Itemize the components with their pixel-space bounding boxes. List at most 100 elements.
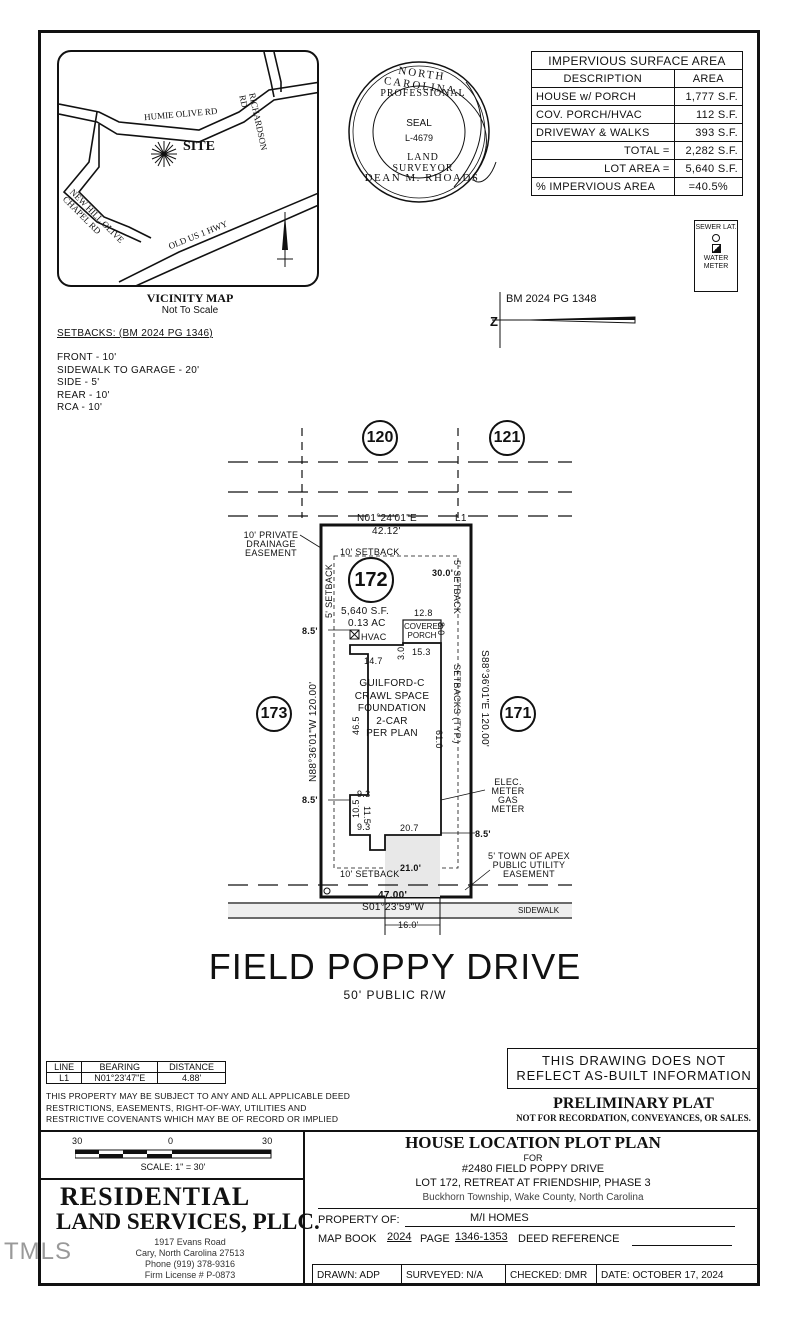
l1-label: L1 [455,513,467,524]
seal-number: L-4679 [404,133,434,143]
lot-171-marker: 171 [500,696,536,732]
site-label: SITE [183,139,215,154]
dim-8-5-mid: 8.5' [302,795,318,805]
meter-label: METER [491,786,525,796]
isa-area: 112 S.F. [673,105,744,124]
signoff-row: DRAWN: ADP SURVEYED: N/A CHECKED: DMR DA… [312,1264,760,1286]
front-distance: 47.00' [378,890,408,901]
utility-easement: 5' TOWN OF APEX PUBLIC UTILITY EASEMENT [488,851,570,879]
left-bearing: N88°36'01"W 120.00' [308,681,319,782]
seal-name: DEAN M. RHOADS [364,172,480,184]
table-row: L1 N01°23'47"E 4.88' [45,1072,226,1084]
dim-10-5: 10.5 [351,799,361,818]
drive-width: 16.0' [398,920,419,930]
dim-8-5-right: 8.5' [475,829,491,839]
surveyed-by: SURVEYED: N/A [402,1265,506,1286]
rule [318,1208,758,1209]
line-col-header: BEARING [81,1061,159,1073]
rule [405,1226,735,1228]
plot-plan-title: HOUSE LOCATION PLOT PLAN [405,1133,661,1152]
notice-line1: THIS DRAWING DOES NOT [542,1053,726,1068]
company-name-2: LAND SERVICES, PLLC. [56,1209,320,1234]
isa-total-label: TOTAL = [531,141,675,160]
dim-11-5: 11.5 [362,806,372,825]
lot-121-marker: 121 [489,420,525,456]
dim-14-7: 14.7 [364,656,383,666]
seal-profession: LAND SURVEYOR [392,152,454,174]
company-license: Firm License # P-0873 [144,1270,236,1280]
elec-label: ELEC. [494,777,522,787]
rear-bearing: N01°24'01"E [357,513,418,524]
seal-word: SEAL [406,118,432,129]
plot-lot: LOT 172, RETREAT AT FRIENDSHIP, PHASE 3 [415,1177,651,1189]
isa-area: 393 S.F. [673,123,744,142]
scale-tick-right: 30 [262,1136,273,1146]
dim-61-0: 61.0 [434,730,444,749]
dim-9-3-top: 9.3 [357,789,371,799]
lot-area-sf: 5,640 S.F. [341,606,390,617]
line-col-header: LINE [45,1061,83,1073]
isa-pct-value: =40.5% [673,177,744,196]
vicinity-map-subtitle: Not To Scale [161,305,219,316]
scale-label: SCALE: 1" = 30' [140,1162,206,1172]
side-setback-right: 5' SETBACK [452,560,462,615]
house-label: GUILFORD-C CRAWL SPACE FOUNDATION 2-CAR … [352,678,432,741]
disclaimer: THIS PROPERTY MAY BE SUBJECT TO ANY AND … [46,1091,351,1124]
house-model: GUILFORD-C [359,678,425,689]
tmls-watermark: TMLS [4,1238,73,1265]
drainage-easement: 10' PRIVATE DRAINAGE EASEMENT [243,530,299,558]
dim-30: 30.0' [432,568,454,578]
rear-distance: 42.12' [372,526,401,537]
list-item: REAR - 10' [57,389,110,401]
meter-labels: ELEC. METER GAS METER [488,778,528,814]
scale-divider [38,1178,304,1180]
gas-label: GAS [498,795,518,805]
preliminary-plat: PRELIMINARY PLAT [553,1095,714,1112]
company-phone: Phone (919) 378-9316 [144,1259,236,1269]
dim-8-5-top: 8.5' [302,626,318,636]
lot-173-marker: 173 [256,696,292,732]
property-of-label: PROPERTY OF: [318,1214,400,1226]
vicinity-roads [59,52,317,285]
north-z: Z [490,314,498,329]
bm-north-arrow-icon [492,292,636,348]
map-book-label: MAP BOOK [318,1233,377,1245]
company-address-1: 1917 Evans Road [154,1237,226,1247]
utility-legend: SEWER LAT. WATER METER [694,220,738,292]
company-address-2: Cary, North Carolina 27513 [135,1248,245,1258]
street-name: FIELD POPPY DRIVE [208,946,582,987]
front-setback: 10' SETBACK [340,869,400,879]
legend-water: WATER METER [703,255,729,270]
dim-20-7: 20.7 [400,823,419,833]
map-book-value: 2024 [387,1231,412,1243]
drawing-sheet-border [38,30,760,1286]
sewer-lat-icon [712,234,720,242]
house-garage: 2-CAR [376,715,408,727]
line-cell: L1 [45,1072,83,1084]
dim-12-8: 12.8 [414,608,433,618]
house-foundation-1: CRAWL SPACE [354,690,430,702]
setbacks-list: FRONT - 10' SIDEWALK TO GARAGE - 20' SID… [57,352,199,415]
site-starburst-icon [151,141,177,167]
line-cell: 4.88' [157,1072,226,1084]
surveyor-seal [348,61,497,203]
isa-area: 1,777 S.F. [673,87,744,106]
isa-lot-value: 5,640 S.F. [673,159,744,178]
lot-area-ac: 0.13 AC [348,618,386,629]
isa-pct-label: % IMPERVIOUS AREA [531,177,675,196]
covered-porch-label: COVERED PORCH [404,622,444,640]
list-item: FRONT - 10' [57,352,117,363]
bm-reference: BM 2024 PG 1348 [506,293,597,305]
dim-3-0: 3.0 [396,646,406,660]
deed-reference: DEED REFERENCE [518,1233,620,1245]
preliminary-plat-sub: NOT FOR RECORDATION, CONVEYANCES, OR SAL… [516,1113,751,1123]
rear-setback: 10' SETBACK [340,547,400,557]
legend-sewer: SEWER LAT. [695,224,737,231]
setbacks-title: SETBACKS: (BM 2024 PG 1346) [57,328,213,339]
vicinity-map-title: VICINITY MAP [146,291,234,305]
right-bearing: S88°36'01"E 120.00' [479,650,490,748]
scale-bar [75,1149,272,1159]
hvac-label: HVAC [361,632,387,642]
